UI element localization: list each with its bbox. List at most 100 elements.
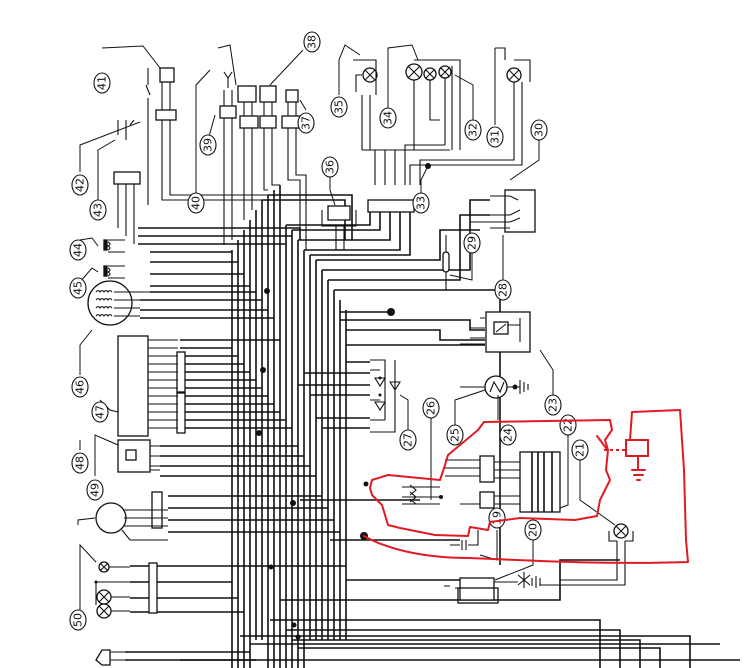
callout-25: 25 (446, 424, 464, 446)
callout-49: 49 (86, 479, 104, 501)
callout-label: 23 (547, 398, 560, 412)
callout-37: 37 (297, 112, 315, 134)
callout-label: 21 (574, 443, 587, 457)
callout-circle (530, 119, 548, 141)
callout-40: 40 (187, 192, 205, 214)
relay-38a (237, 85, 257, 103)
callout-label: 20 (527, 523, 540, 537)
callout-circle (524, 519, 542, 541)
callout-circle (571, 439, 589, 461)
connector-38a (239, 115, 259, 129)
callout-27: 27 (399, 429, 417, 451)
callout-26: 26 (422, 397, 440, 419)
lamp-31 (409, 47, 531, 185)
callout-label: 30 (533, 123, 546, 137)
callout-circle (187, 192, 205, 214)
diode-group-26 (363, 481, 443, 505)
connector-43 (113, 171, 141, 185)
callout-24: 24 (499, 424, 517, 446)
motor-24 (460, 375, 529, 399)
callout-label: 28 (497, 283, 510, 297)
connector-37 (281, 115, 301, 129)
callout-23: 23 (544, 394, 562, 416)
callout-20: 20 (524, 519, 542, 541)
red-added-switch (596, 435, 607, 449)
connector-38b (259, 115, 277, 129)
callout-circle (412, 192, 430, 214)
lamps-50 (94, 561, 158, 619)
connector-fuse-b (479, 491, 495, 509)
coil-45 (103, 265, 125, 279)
relay-23 (460, 311, 531, 353)
component-36 (321, 205, 357, 250)
callout-label: 25 (449, 428, 462, 442)
control-unit-47 (117, 335, 186, 437)
red-added-relay (625, 439, 649, 457)
callout-35: 35 (330, 96, 348, 118)
callout-circle (330, 96, 348, 118)
callout-30: 30 (530, 119, 548, 141)
callout-circle (544, 394, 562, 416)
callout-label: 27 (402, 433, 415, 447)
callout-42: 42 (71, 174, 89, 196)
callout-circle (89, 199, 107, 221)
callout-circle (399, 429, 417, 451)
component-39-group (219, 71, 237, 245)
harness-vertical (231, 185, 347, 668)
callout-33: 33 (412, 192, 430, 214)
callout-48: 48 (71, 452, 89, 474)
callout-38: 38 (303, 31, 321, 53)
fuse-box-22 (445, 451, 561, 513)
horn (95, 649, 125, 666)
callout-label: 37 (300, 116, 313, 130)
callout-circle (69, 609, 87, 631)
callout-label: 34 (382, 111, 395, 125)
callout-circle (379, 107, 397, 129)
diode-pack-27 (370, 359, 401, 433)
callout-44: 44 (69, 239, 87, 261)
alternator-49 (95, 491, 168, 541)
lamp-35 (353, 59, 400, 185)
callout-36: 36 (321, 156, 339, 178)
callout-label: 39 (202, 138, 215, 152)
callout-label: 47 (94, 405, 107, 419)
red-wire-from-junction (363, 409, 689, 564)
sensor-box-41 (159, 67, 175, 83)
callout-39: 39 (199, 134, 217, 156)
component-43-group (113, 119, 141, 244)
callout-circle (69, 239, 87, 261)
relay-48 (117, 439, 160, 473)
callout-22: 22 (559, 414, 577, 436)
callout-circle (71, 452, 89, 474)
component-41-group (145, 67, 281, 205)
callout-circle (446, 424, 464, 446)
red-annotations (363, 409, 689, 564)
callout-circle (86, 479, 104, 501)
stator-46 (87, 280, 150, 326)
callout-50: 50 (69, 609, 87, 631)
callout-45: 45 (69, 277, 87, 299)
callout-46: 46 (71, 376, 89, 398)
callout-circle (199, 134, 217, 156)
callout-label: 42 (74, 178, 87, 192)
capacitor-19 (450, 530, 479, 550)
connector-41 (155, 109, 177, 121)
lamp-21 (540, 523, 634, 586)
relay-38b (259, 85, 277, 103)
callout-circle (422, 397, 440, 419)
callout-circle (494, 279, 512, 301)
callout-circle (499, 424, 517, 446)
callout-label: 38 (306, 35, 319, 49)
callout-34: 34 (379, 107, 397, 129)
callout-circle (297, 112, 315, 134)
callout-29: 29 (463, 232, 481, 254)
callout-label: 43 (92, 203, 105, 217)
callout-label: 36 (324, 160, 337, 174)
callout-label: 41 (96, 76, 109, 90)
callout-label: 24 (502, 428, 515, 442)
callout-47: 47 (91, 401, 109, 423)
callout-circle (486, 126, 504, 148)
callout-label: 31 (489, 130, 502, 144)
callout-leaders (77, 44, 616, 610)
